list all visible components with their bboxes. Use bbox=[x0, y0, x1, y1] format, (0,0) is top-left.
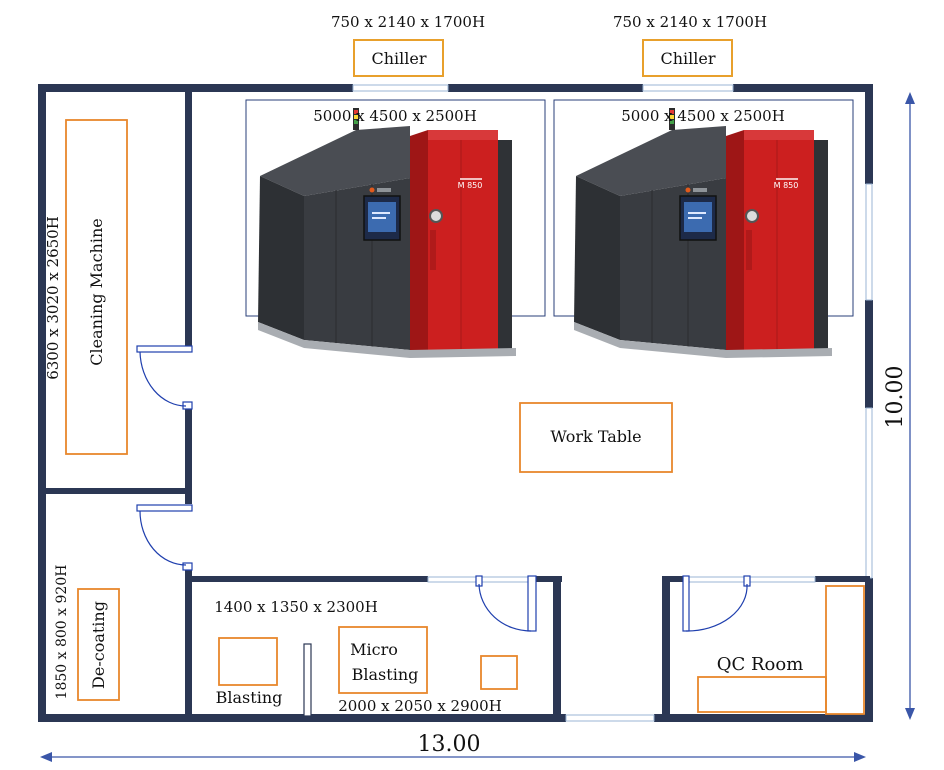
printer-left-dims: 5000 x 4500 x 2500H bbox=[313, 107, 477, 125]
printer-right-red-side bbox=[726, 130, 744, 350]
chiller-right-box bbox=[642, 39, 733, 77]
qc-room-bench-vertical bbox=[825, 585, 865, 715]
printer-left-side bbox=[258, 176, 304, 340]
printer-right-rear-panel bbox=[814, 140, 828, 350]
door-cleaning-room bbox=[136, 345, 193, 410]
qc-room: QC Room bbox=[697, 585, 865, 715]
door-blasting-room bbox=[475, 575, 537, 632]
printer-left: M 850 bbox=[258, 108, 516, 358]
printer-left-rear-panel bbox=[498, 140, 512, 350]
printer-right-top bbox=[576, 126, 726, 196]
windows bbox=[352, 84, 873, 722]
wall-cleaning-room-right-upper bbox=[185, 88, 192, 346]
chiller-left-dims: 750 x 2140 x 1700H bbox=[331, 13, 485, 31]
inner-walls bbox=[42, 88, 870, 718]
window-right-upper bbox=[865, 183, 873, 301]
wall-cleaning-room-bottom bbox=[42, 488, 192, 494]
printer-right-badge: M 850 bbox=[774, 181, 799, 190]
wall-right-bottom bbox=[865, 578, 873, 722]
chiller-left: 750 x 2140 x 1700H Chiller bbox=[331, 13, 485, 77]
chiller-right-dims: 750 x 2140 x 1700H bbox=[613, 13, 767, 31]
wall-blasting-top-left bbox=[188, 576, 428, 582]
chiller-right-label: Chiller bbox=[660, 49, 715, 68]
wall-bottom-right bbox=[654, 714, 873, 722]
decoating-box bbox=[77, 588, 120, 701]
micro-blasting: Micro Blasting 2000 x 2050 x 2900H bbox=[338, 626, 502, 715]
chiller-left-label: Chiller bbox=[371, 49, 426, 68]
printer-right-porthole bbox=[745, 209, 759, 223]
cleaning-machine-dims: 6300 x 3020 x 2650H bbox=[44, 216, 62, 380]
wall-top-right bbox=[733, 84, 873, 92]
width-arrow-right bbox=[854, 752, 866, 762]
micro-blasting-label-line1: Micro bbox=[350, 640, 398, 659]
wall-bottom-left bbox=[38, 714, 566, 722]
wall-top-left bbox=[38, 84, 353, 92]
micro-blasting-box bbox=[338, 626, 428, 694]
micro-blasting-dims: 2000 x 2050 x 2900H bbox=[338, 697, 502, 715]
decoating-dims: 1850 x 800 x 920H bbox=[54, 565, 70, 700]
cleaning-machine-label: Cleaning Machine bbox=[87, 218, 106, 366]
wall-blasting-top-right bbox=[530, 576, 562, 582]
work-table: Work Table bbox=[519, 402, 673, 473]
chiller-right: 750 x 2140 x 1700H Chiller bbox=[613, 13, 767, 77]
printer-left-base bbox=[258, 322, 516, 358]
cleaning-machine-box bbox=[65, 119, 128, 455]
window-top-left bbox=[352, 84, 449, 92]
wall-qc-left bbox=[662, 576, 670, 718]
window-top-right bbox=[642, 84, 734, 92]
printer-left-badge: M 850 bbox=[458, 181, 483, 190]
height-dimension bbox=[905, 92, 915, 720]
blasting-box bbox=[218, 637, 278, 686]
micro-blasting-label-line2: Blasting bbox=[352, 665, 419, 684]
qc-room-label: QC Room bbox=[717, 654, 804, 675]
printer-left-top bbox=[260, 126, 410, 196]
decoating-label: De-coating bbox=[89, 601, 108, 689]
height-arrow-bottom bbox=[905, 708, 915, 720]
blasting-label: Blasting bbox=[216, 688, 283, 707]
work-table-label: Work Table bbox=[550, 427, 641, 446]
width-dimension-label: 13.00 bbox=[418, 732, 481, 757]
width-dimension bbox=[40, 752, 866, 762]
height-arrow-top bbox=[905, 92, 915, 104]
wall-left bbox=[38, 84, 46, 722]
blasting-dims: 1400 x 1350 x 2300H bbox=[214, 598, 378, 616]
printer-right-base bbox=[574, 322, 832, 358]
printer-left-red-side bbox=[410, 130, 428, 350]
wall-qc-top-right bbox=[815, 576, 870, 582]
chiller-left-box bbox=[353, 39, 444, 77]
printer-right-dims: 5000 x 4500 x 2500H bbox=[621, 107, 785, 125]
wall-right-top bbox=[865, 84, 873, 184]
door-qc-room bbox=[682, 575, 751, 632]
wall-cleaning-room-right-lower bbox=[185, 408, 192, 504]
wall-right-middle bbox=[865, 300, 873, 408]
doors bbox=[136, 345, 751, 632]
qc-room-bench-horizontal bbox=[697, 676, 827, 713]
printer-right-red-front bbox=[744, 130, 814, 352]
work-table-box bbox=[519, 402, 673, 473]
door-decoating-room bbox=[136, 504, 193, 571]
window-right-lower bbox=[865, 407, 873, 579]
printer-left-red-front bbox=[428, 130, 498, 352]
printer-right-side bbox=[574, 176, 620, 340]
blasting-partition bbox=[303, 643, 312, 717]
width-arrow-left bbox=[40, 752, 52, 762]
decoating: De-coating 1850 x 800 x 920H bbox=[54, 565, 120, 701]
wall-qc-top-left bbox=[662, 576, 684, 582]
cleaning-machine: Cleaning Machine 6300 x 3020 x 2650H bbox=[44, 119, 128, 455]
window-bottom bbox=[565, 714, 655, 722]
outer-walls bbox=[38, 84, 873, 722]
printer-right: M 850 bbox=[574, 108, 832, 358]
blasting: 1400 x 1350 x 2300H Blasting bbox=[214, 598, 378, 707]
wall-top-middle bbox=[448, 84, 643, 92]
blasting-small-unit bbox=[480, 655, 518, 690]
height-dimension-label: 10.00 bbox=[883, 366, 908, 429]
wall-decoating-right bbox=[185, 568, 192, 718]
wall-blasting-right bbox=[553, 576, 561, 718]
printer-left-porthole bbox=[429, 209, 443, 223]
